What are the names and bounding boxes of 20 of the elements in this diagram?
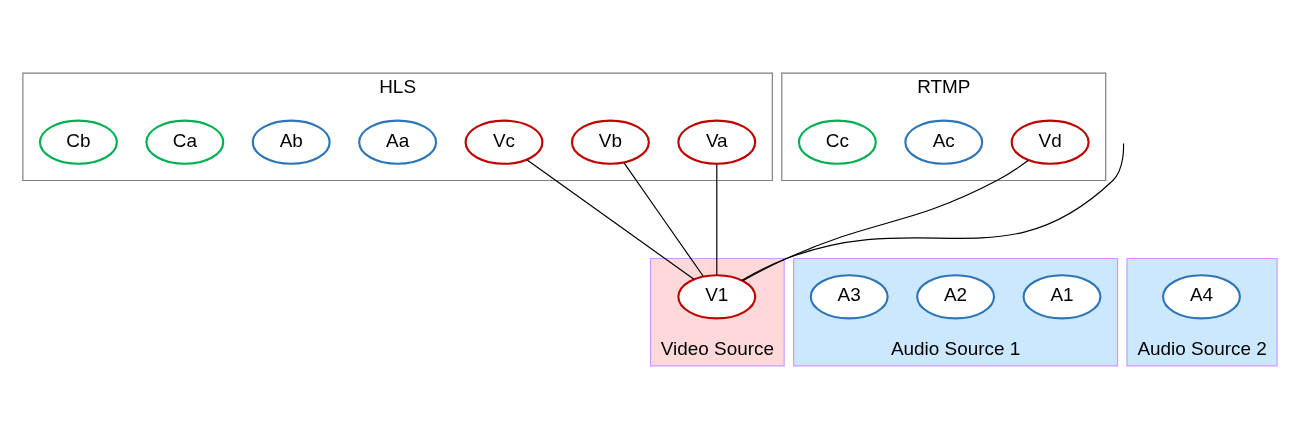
connector [742,159,1029,281]
node-ellipse: A4 [1162,273,1241,319]
node-ellipse: A1 [1022,273,1102,319]
node-ellipse: Cb [38,119,118,165]
node-ellipse: A2 [916,273,996,319]
connector [623,161,704,277]
node-ellipse: A3 [809,273,889,319]
node-ellipse: Cc [797,119,877,165]
node-ellipse: Va [677,119,757,165]
node-ellipse: Ca [145,119,225,165]
node-ellipse: Aa [358,119,438,165]
connector [526,158,695,280]
connector [716,163,718,276]
node-ellipse: Ac [904,119,984,165]
node-ellipse: Vc [464,119,544,165]
connector [741,142,1125,281]
node-ellipse: Ab [251,119,331,165]
node-ellipse: Vd [1010,119,1090,165]
node-ellipse: Vb [570,119,650,165]
node-ellipse: V1 [677,273,757,319]
